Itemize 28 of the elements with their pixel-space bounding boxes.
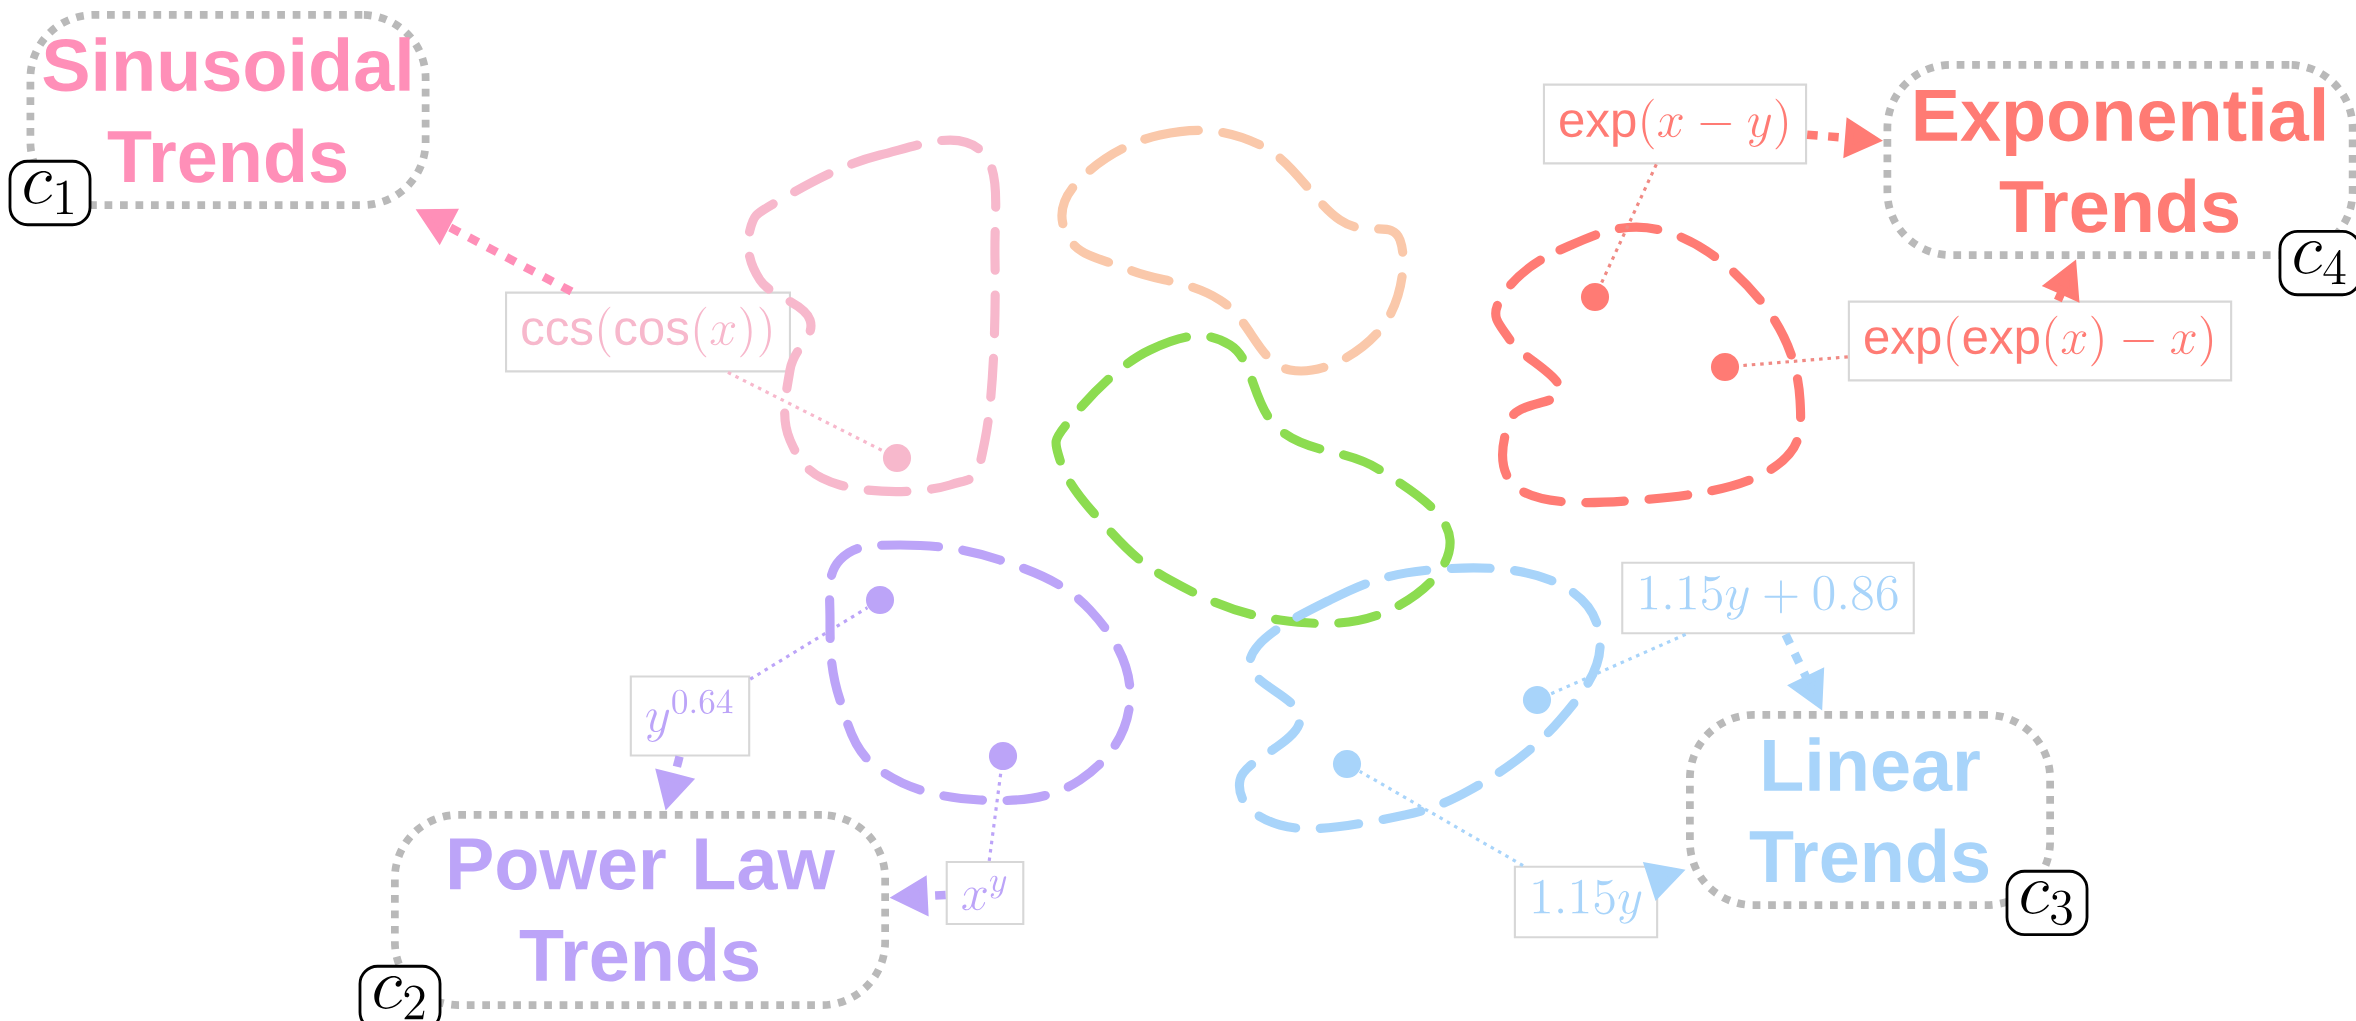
formula-label: $y^{0.64}$: [629, 675, 751, 757]
cluster-outline: [825, 540, 1135, 806]
data-point: [1580, 282, 1610, 312]
cluster-tag: $c_3$: [2005, 869, 2089, 937]
data-point: [865, 585, 895, 615]
cluster-outline: [1057, 125, 1408, 376]
cluster-tag: $c_1$: [8, 159, 92, 227]
formula-label: $1.15y+0.86$: [1621, 561, 1915, 635]
leader-line: [1359, 770, 1524, 867]
formula-label: $x^y$: [945, 860, 1025, 926]
leader-line: [749, 606, 869, 681]
data-point: [1522, 685, 1552, 715]
data-point: [988, 741, 1018, 771]
formula-label: $1.15y$: [1513, 865, 1659, 939]
formula-label: $\exp(x-y)$: [1542, 83, 1808, 165]
formula-label: $\mathrm{ccs}(\cos(x))$: [505, 291, 791, 373]
data-point: [1710, 352, 1740, 382]
formula-label: $\exp(\exp(x)-x)$: [1847, 300, 2233, 382]
cluster-outline: [1234, 563, 1605, 834]
leader-line: [1549, 632, 1687, 696]
cluster-outline: [1051, 331, 1455, 629]
cluster-tag: $c_4$: [2278, 229, 2356, 297]
cluster-outline: [1491, 222, 1806, 508]
cluster-tag: $c_2$: [358, 964, 442, 1021]
data-point: [882, 443, 912, 473]
data-point: [1332, 749, 1362, 779]
leader-line: [1599, 163, 1658, 285]
leader-line: [727, 371, 885, 453]
